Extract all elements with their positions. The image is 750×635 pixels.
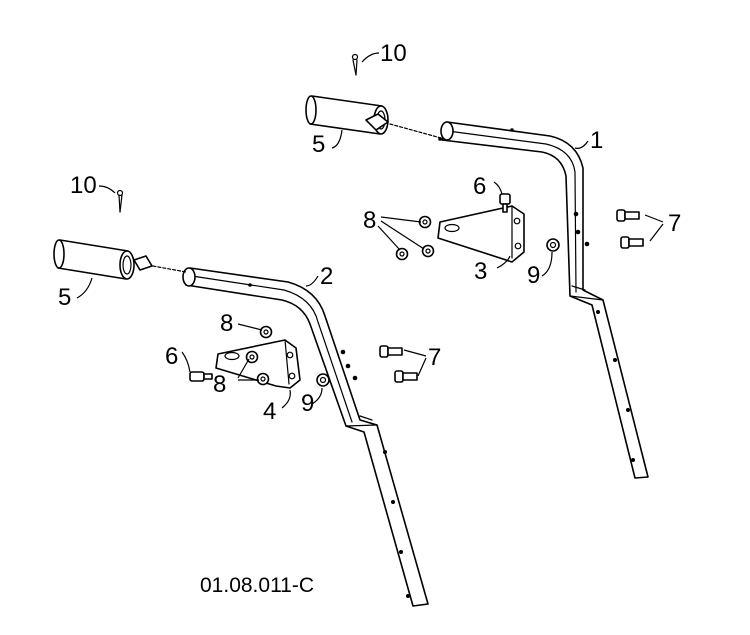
bolt-part-6-left — [189, 371, 213, 382]
pin-part-10-left — [116, 189, 124, 213]
washer-part-9-left — [316, 373, 330, 387]
callout-2: 2 — [320, 263, 333, 290]
callout-3: 3 — [474, 258, 487, 285]
callout-9-right: 9 — [527, 262, 540, 289]
callout-7-left: 7 — [428, 344, 441, 371]
callout-10-right: 10 — [380, 40, 407, 67]
handle-right-part-1 — [440, 121, 649, 479]
bolt-part-6-right — [499, 193, 511, 213]
callout-8-right: 8 — [363, 207, 376, 234]
bolts-part-7-left — [379, 345, 418, 383]
leader-lines — [76, 52, 664, 409]
nuts-part-8-right — [395, 215, 435, 261]
callout-8-left-top: 8 — [220, 310, 233, 337]
callout-4: 4 — [263, 398, 276, 425]
callout-6-right: 6 — [473, 173, 486, 200]
callout-5-left: 5 — [58, 284, 71, 311]
grip-right-part-5 — [305, 95, 442, 141]
callout-5-right: 5 — [312, 131, 325, 158]
callout-9-left: 9 — [301, 390, 314, 417]
bracket-part-4 — [215, 339, 301, 389]
callout-1: 1 — [590, 127, 603, 154]
callout-8-left-bottom: 8 — [213, 371, 226, 398]
bolts-part-7-right — [616, 209, 644, 249]
callout-6-left: 6 — [165, 343, 178, 370]
pin-part-10-right — [351, 53, 359, 76]
bracket-part-3 — [437, 205, 525, 263]
washer-part-9-right — [546, 238, 560, 252]
figure-code: 01.08.011-C — [200, 574, 314, 597]
grip-left-part-5 — [53, 239, 187, 280]
handle-left-part-2 — [182, 267, 429, 607]
callout-7-right: 7 — [668, 210, 681, 237]
callout-labels: 1 2 3 4 5 5 6 6 7 7 8 8 8 9 9 10 10 — [58, 40, 681, 425]
callout-10-left: 10 — [70, 172, 97, 199]
